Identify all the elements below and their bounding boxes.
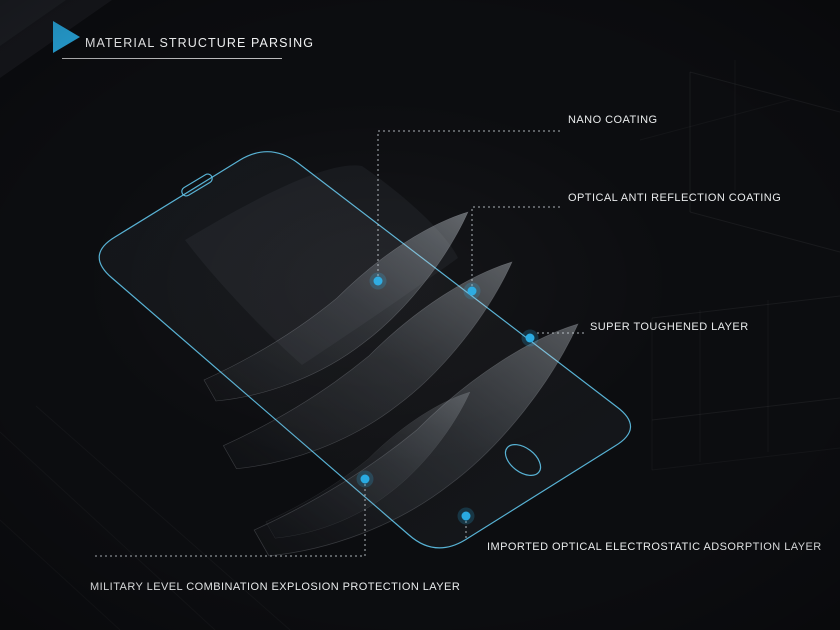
leader-military <box>92 479 366 557</box>
callout-dot-military <box>360 474 370 484</box>
label-imported-optical-electrostatic-adsorption-layer: IMPORTED OPTICAL ELECTROSTATIC ADSORPTIO… <box>487 541 822 553</box>
callout-dot-optical-anti-reflection <box>467 286 477 296</box>
glass-layers <box>185 165 579 557</box>
phone-outline <box>98 151 632 549</box>
leader-nano-coating <box>377 130 562 281</box>
screen-protector <box>98 151 632 549</box>
play-triangle-icon <box>53 21 80 53</box>
title-underline <box>62 58 282 59</box>
flat-sheet <box>185 165 458 365</box>
callout-dots <box>356 272 539 525</box>
label-optical-anti-reflection-coating: OPTICAL ANTI REFLECTION COATING <box>568 192 782 204</box>
background-wireframe <box>651 71 840 421</box>
glass-surface <box>99 151 631 548</box>
label-super-toughened-layer: SUPER TOUGHENED LAYER <box>590 321 749 333</box>
label-nano-coating: NANO COATING <box>568 114 658 126</box>
speaker-cutout <box>181 173 213 197</box>
leader-lines <box>92 130 585 557</box>
home-button-cutout <box>504 444 542 476</box>
callout-dot-nano-coating <box>373 276 383 286</box>
label-military-level-combination-explosion-protection-layer: MILITARY LEVEL COMBINATION EXPLOSION PRO… <box>90 581 461 593</box>
page-title: MATERIAL STRUCTURE PARSING <box>85 36 315 50</box>
callout-dot-super-toughened <box>525 333 535 343</box>
callout-dot-adsorption <box>461 511 471 521</box>
